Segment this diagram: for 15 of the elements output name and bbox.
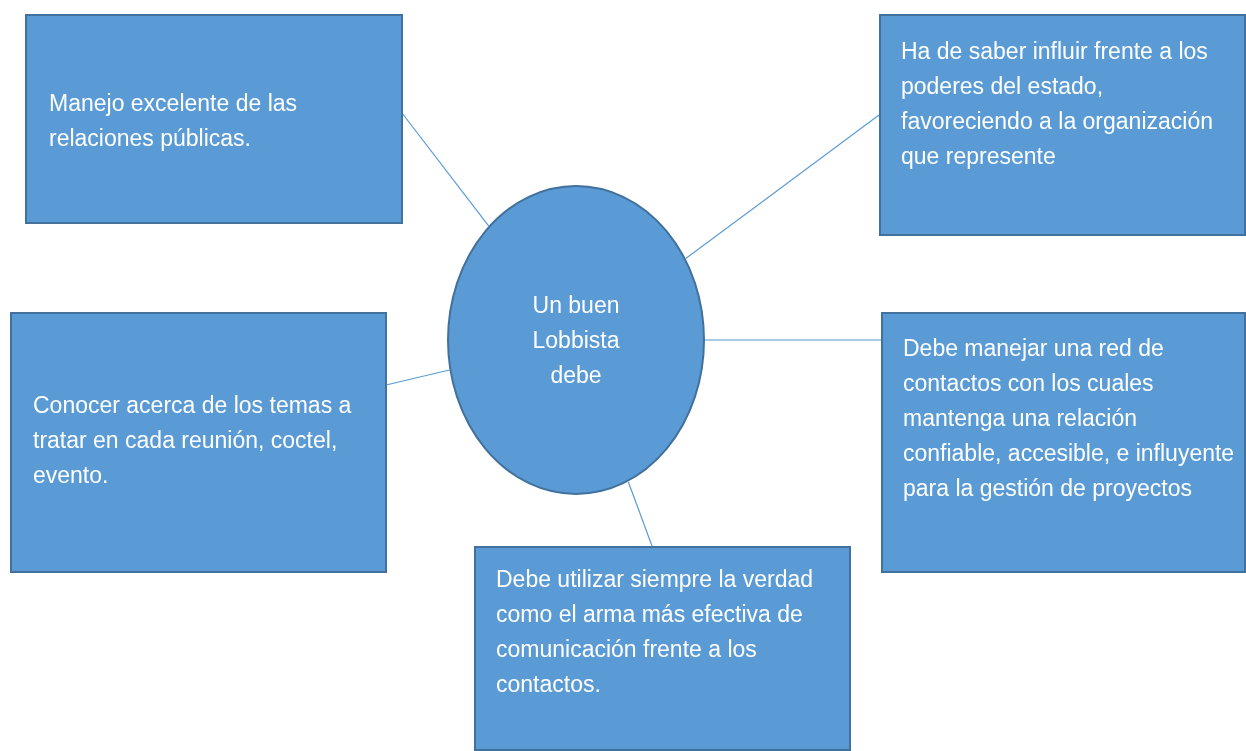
text-box — [25, 14, 403, 224]
connector-line — [627, 481, 653, 547]
ellipse-node — [447, 185, 705, 495]
node-text: Debe manejar una red de contactos con los cuales mantenga una relación confiable, accesible, e influyente para la gestión de proyectos — [903, 334, 1236, 503]
connector-line — [704, 339, 882, 341]
node-text: Conocer acerca de los temas a tratar en cada reunión, coctel, evento. — [33, 391, 353, 490]
text-box — [10, 312, 387, 573]
connector-line — [685, 114, 880, 260]
node-text: Un buen Lobbista debe — [531, 290, 621, 390]
node-text: Ha de saber influir frente a los poderes del estado, favoreciendo a la organización que represente — [901, 37, 1214, 171]
text-box — [474, 546, 851, 751]
text-box — [881, 312, 1246, 573]
node-text: Manejo excelente de las relaciones públicas. — [49, 89, 299, 153]
node-text: Debe utilizar siempre la verdad como el arma más efectiva de comunicación frente a los contactos. — [496, 565, 815, 699]
text-box — [879, 14, 1246, 236]
